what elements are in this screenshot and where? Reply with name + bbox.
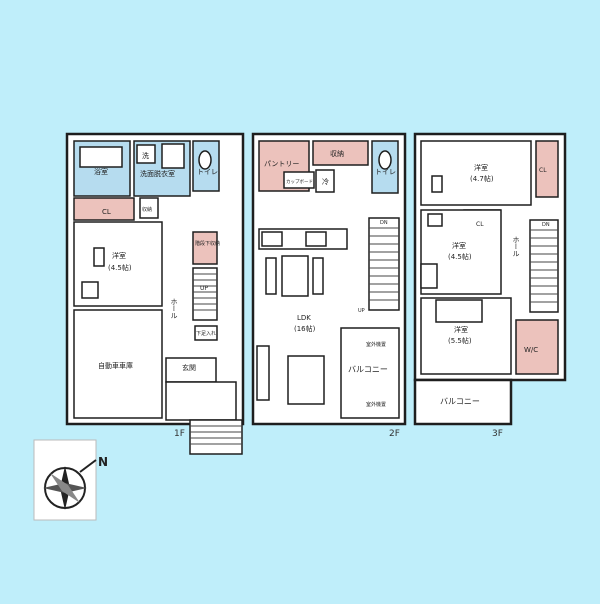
label-unit-bottom: 室外機置	[366, 401, 386, 408]
label-washer: 洗	[142, 151, 149, 160]
label-west-c: 洋室	[454, 325, 468, 334]
label-up-2f: UP	[358, 308, 365, 314]
entrance	[165, 357, 217, 383]
label-wash-room: 洗面脱衣室	[140, 169, 175, 178]
label-ldk: LDK	[297, 314, 311, 322]
desk-1f	[93, 247, 105, 267]
toilet-bowl-2f	[378, 150, 392, 170]
sink	[305, 231, 327, 247]
balcony-3f-outline	[413, 378, 513, 426]
label-west-a: 洋室	[474, 163, 488, 172]
north-arrow-icon	[79, 459, 97, 473]
dining-table	[281, 255, 309, 297]
label-pantry: パントリー	[264, 160, 299, 168]
compass: N	[33, 439, 108, 521]
label-toilet-2f: トイレ	[375, 168, 396, 176]
label-shoe-box: 収納	[142, 206, 152, 213]
floor-3f-rooms	[420, 140, 559, 375]
chair-1f	[81, 281, 99, 299]
fridge	[315, 169, 335, 193]
label-floor-1f: 1F	[174, 429, 185, 439]
label-hall-3f: ホール	[512, 236, 520, 257]
label-dn-2f: DN	[380, 220, 388, 226]
stairs-3f	[529, 219, 559, 313]
label-entrance: 玄関	[182, 363, 196, 372]
label-up-1f: UP	[200, 285, 208, 292]
floor-2f-rooms	[256, 140, 400, 419]
chair-3f-b	[420, 263, 438, 289]
stair-lines-1f	[190, 273, 242, 445]
label-under-stair-storage: 階段下収納	[195, 240, 220, 247]
label-west-b-size: (4.5帖)	[448, 252, 472, 261]
label-toilet-1f: トイレ	[197, 168, 218, 176]
label-storage-2f: 収納	[330, 149, 344, 158]
label-closet-3f-a: CL	[539, 167, 547, 174]
shoe-closet	[194, 325, 218, 341]
toilet-bowl-1f	[198, 150, 212, 170]
label-dn-3f: DN	[542, 222, 550, 228]
toilet-2f	[371, 140, 399, 194]
cupboard	[283, 171, 315, 189]
chair-right	[312, 257, 324, 295]
bathtub	[79, 146, 123, 168]
balcony-2f	[340, 327, 400, 419]
labels-2f: パントリー 収納 冷 カップボード トイレ DN UP LDK (16帖) 室外…	[264, 149, 400, 439]
compass-north-label: N	[98, 455, 108, 469]
walk-in-closet	[515, 319, 559, 375]
label-cupboard: カップボード	[286, 178, 313, 185]
label-balcony-3f: バルコニー	[440, 397, 480, 406]
desk-3f-b	[427, 213, 443, 227]
label-western-size-1f: (4.5帖)	[108, 263, 132, 272]
label-garage: 自動車車庫	[98, 361, 133, 370]
stove	[261, 231, 283, 247]
chair-left	[265, 257, 277, 295]
stairs-1f	[192, 267, 218, 321]
washer-box	[136, 144, 156, 164]
labels-3f: 洋室 (4.7帖) CL CL 洋室 (4.5帖) DN ホール 洋室 (5.5…	[440, 163, 550, 439]
label-west-a-size: (4.7帖)	[470, 174, 494, 183]
label-floor-2f: 2F	[389, 429, 400, 439]
label-western-1f: 洋室	[112, 251, 126, 260]
stair-lines-2f	[369, 227, 399, 301]
labels-1f: 浴室 洗 洗面脱衣室 トイレ CL 収納 洋室 (4.5帖) 階段下収納 UP …	[94, 151, 220, 439]
label-hall-1f: ホール	[170, 298, 178, 319]
garage	[73, 309, 163, 419]
bed-head	[435, 299, 483, 323]
storage-2f	[312, 140, 369, 166]
front-steps	[189, 419, 243, 455]
label-unit-top: 室外機置	[366, 341, 386, 348]
label-shoe-closet: 下足入れ	[196, 331, 216, 337]
western-room-3f-a	[420, 140, 532, 206]
label-fridge: 冷	[322, 177, 329, 186]
label-closet-1f: CL	[102, 208, 111, 216]
desk-3f-a	[431, 175, 443, 193]
label-bath: 浴室	[94, 167, 108, 176]
stairs-2f	[368, 217, 400, 311]
label-closet-3f-b: CL	[476, 221, 484, 228]
label-balcony-2f: バルコニー	[348, 365, 388, 374]
label-west-b: 洋室	[452, 241, 466, 250]
closet-3f-a	[535, 140, 559, 198]
label-wic: W/C	[524, 346, 538, 354]
shoe-box-1f	[139, 197, 159, 219]
label-west-c-size: (5.5帖)	[448, 336, 472, 345]
stair-lines-3f	[530, 229, 558, 303]
closet-1f	[73, 197, 135, 221]
compass-needle-diag	[50, 473, 80, 503]
porch	[165, 381, 237, 421]
floor-1f-rooms	[73, 140, 243, 455]
label-floor-3f: 3F	[492, 429, 503, 439]
label-ldk-size: (16帖)	[294, 324, 316, 333]
vanity	[161, 143, 185, 169]
sofa	[287, 355, 325, 405]
tv-board	[256, 345, 270, 401]
under-stair-storage	[192, 231, 218, 265]
